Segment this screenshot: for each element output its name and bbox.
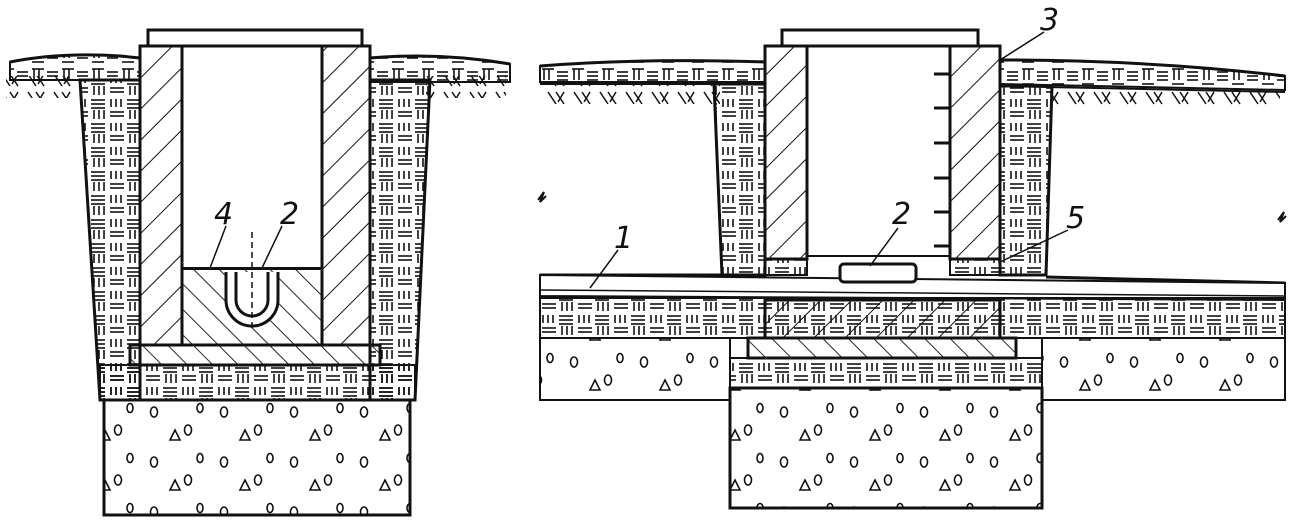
right-base-slab xyxy=(746,336,1018,360)
left-base-fill xyxy=(99,364,416,401)
right-backfill-left xyxy=(712,82,767,277)
left-u-pipe xyxy=(224,232,280,330)
left-base-slab xyxy=(128,343,382,367)
right-callout-1: 1 xyxy=(614,221,633,256)
left-callout-2: 2 xyxy=(280,197,299,232)
right-concrete-left xyxy=(539,337,731,401)
right-concrete-right xyxy=(1041,337,1286,401)
right-fitting xyxy=(838,262,918,284)
left-concrete-foundation xyxy=(102,398,412,517)
left-wall-right xyxy=(320,44,372,347)
left-ground-surface xyxy=(6,53,511,98)
right-cover xyxy=(780,28,980,48)
right-section: 1 2 3 5 xyxy=(537,3,1287,510)
left-wall-left xyxy=(138,44,184,347)
left-callout-4: 4 xyxy=(214,197,233,232)
right-ground-surface xyxy=(539,58,1286,108)
right-wall-right xyxy=(948,44,1002,261)
left-cover xyxy=(146,28,364,48)
right-callout-3: 3 xyxy=(1040,3,1059,38)
right-callout-2: 2 xyxy=(892,197,911,232)
right-ladder-rungs xyxy=(934,72,950,248)
right-wall-left xyxy=(763,44,809,261)
right-callout-5: 5 xyxy=(1066,201,1085,236)
left-section: 4 2 xyxy=(6,28,511,517)
right-concrete-foundation xyxy=(728,386,1044,510)
right-backfill-right xyxy=(998,84,1054,277)
